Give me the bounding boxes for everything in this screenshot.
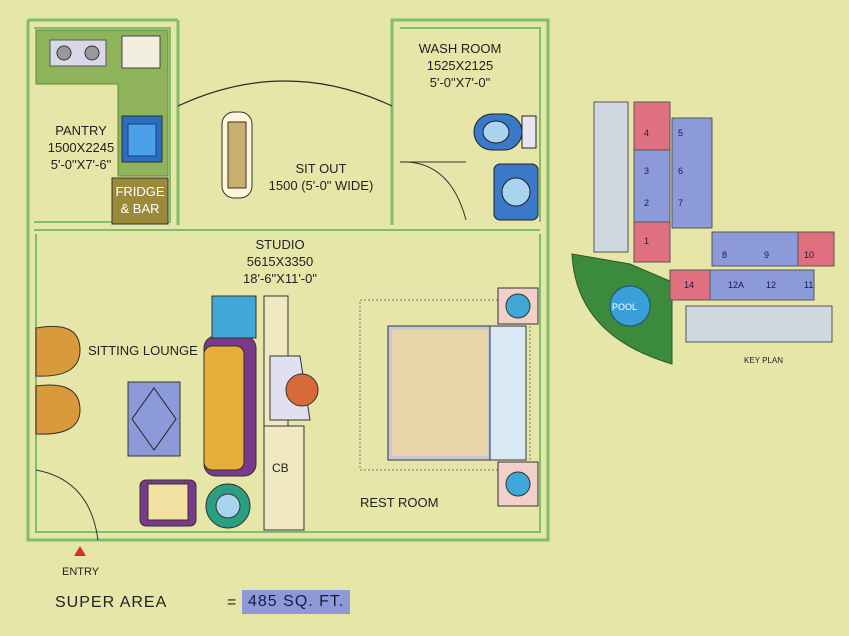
stool-seat: [285, 373, 319, 407]
fridge-bar-label: FRIDGE & BAR: [112, 183, 168, 217]
wc-bowl: [482, 120, 510, 144]
studio-label: STUDIO 5615X3350 18'-6"X11'-0": [220, 236, 340, 287]
entry-arrow-icon: [74, 546, 86, 556]
fridge-bar-line2: & BAR: [120, 201, 160, 216]
studio-name: STUDIO: [255, 237, 305, 252]
stove-burner-left: [56, 45, 72, 61]
bed-headboard: [489, 325, 527, 461]
entry-label: ENTRY: [62, 566, 100, 578]
sitting-lounge-label: SITTING LOUNGE: [88, 343, 198, 358]
super-area-row: SUPER AREA = 485 SQ. FT.: [0, 590, 849, 620]
studio-metric-size: 5615X3350: [246, 254, 314, 269]
round-stool-top: [215, 493, 241, 519]
key-plan-unit-12a: 12A: [728, 280, 745, 290]
pantry-name: PANTRY: [55, 123, 107, 138]
washbasin-bowl: [501, 177, 531, 207]
super-area-value: 485 SQ. FT.: [242, 590, 351, 614]
super-area-equals: =: [227, 594, 237, 611]
studio-imperial-size: 18'-6"X11'-0": [243, 271, 317, 286]
lounge-chair-seat: [147, 483, 189, 521]
bed-cover: [392, 330, 488, 456]
key-plan-unit-7: 7: [678, 198, 684, 208]
outer-walls: [26, 18, 550, 542]
fridge-bar-line1: FRIDGE: [115, 184, 165, 199]
key-plan-unit-8: 8: [722, 250, 728, 260]
pantry-metric-size: 1500X2245: [47, 140, 115, 155]
key-plan-unit-12: 12: [766, 280, 777, 290]
sofa-cushion: [203, 345, 245, 471]
coffee-table-diamond: [131, 387, 177, 451]
swing-chair-seat: [227, 121, 247, 189]
side-table-top: [211, 295, 257, 339]
stove-burner-right: [84, 45, 100, 61]
fridge-bar-unit: [111, 177, 169, 225]
cabinet-label: CB: [272, 461, 289, 475]
pantry-imperial-size: 5'-0"X7'-6": [50, 157, 112, 172]
coffee-table: [127, 381, 181, 457]
pantry-sink-basin: [127, 123, 157, 157]
washroom-label: WASH ROOM 1525X2125 5'-0"X7'-0": [400, 40, 520, 91]
key-plan-unit-1: 1: [644, 236, 650, 246]
key-plan-title: KEY PLAN: [744, 356, 783, 365]
sitout-label: SIT OUT 1500 (5'-0" WIDE): [256, 160, 386, 194]
wardrobe: [263, 425, 305, 531]
key-plan-unit-4: 4: [644, 128, 650, 138]
bedside-lamp-bottom: [505, 471, 531, 497]
washroom-door-swing: [399, 161, 467, 221]
armchair-upper: [35, 325, 81, 377]
key-plan-pool-label: POOL: [612, 302, 638, 312]
key-plan-unit-3: 3: [644, 166, 650, 176]
armchair-lower: [35, 384, 81, 435]
entry-door-swing: [35, 469, 99, 541]
washroom-imperial-size: 5'-0"X7'-0": [429, 75, 491, 90]
key-plan-unit-6: 6: [678, 166, 684, 176]
key-plan-unit-14: 14: [684, 280, 695, 290]
key-plan-unit-11: 11: [804, 280, 814, 290]
washroom-name: WASH ROOM: [418, 41, 502, 56]
sitout-name: SIT OUT: [295, 161, 347, 176]
pantry-shelf: [121, 35, 161, 69]
sitout-arc: [177, 80, 393, 107]
rest-room-label: REST ROOM: [360, 495, 439, 510]
wc-cistern: [521, 115, 537, 149]
key-plan-unit-9: 9: [764, 250, 770, 260]
washroom-metric-size: 1525X2125: [426, 58, 494, 73]
bed-frame: [359, 299, 531, 471]
key-plan-unit-2: 2: [644, 198, 650, 208]
key-plan-unit-5: 5: [678, 128, 684, 138]
key-plan-unit-10: 10: [804, 250, 815, 260]
sitout-size: 1500 (5'-0" WIDE): [268, 178, 374, 193]
key-plan: [571, 101, 835, 365]
bedside-lamp-top: [505, 293, 531, 319]
super-area-label: SUPER AREA: [55, 594, 168, 611]
pantry-label: PANTRY 1500X2245 5'-0"X7'-6": [36, 122, 126, 173]
